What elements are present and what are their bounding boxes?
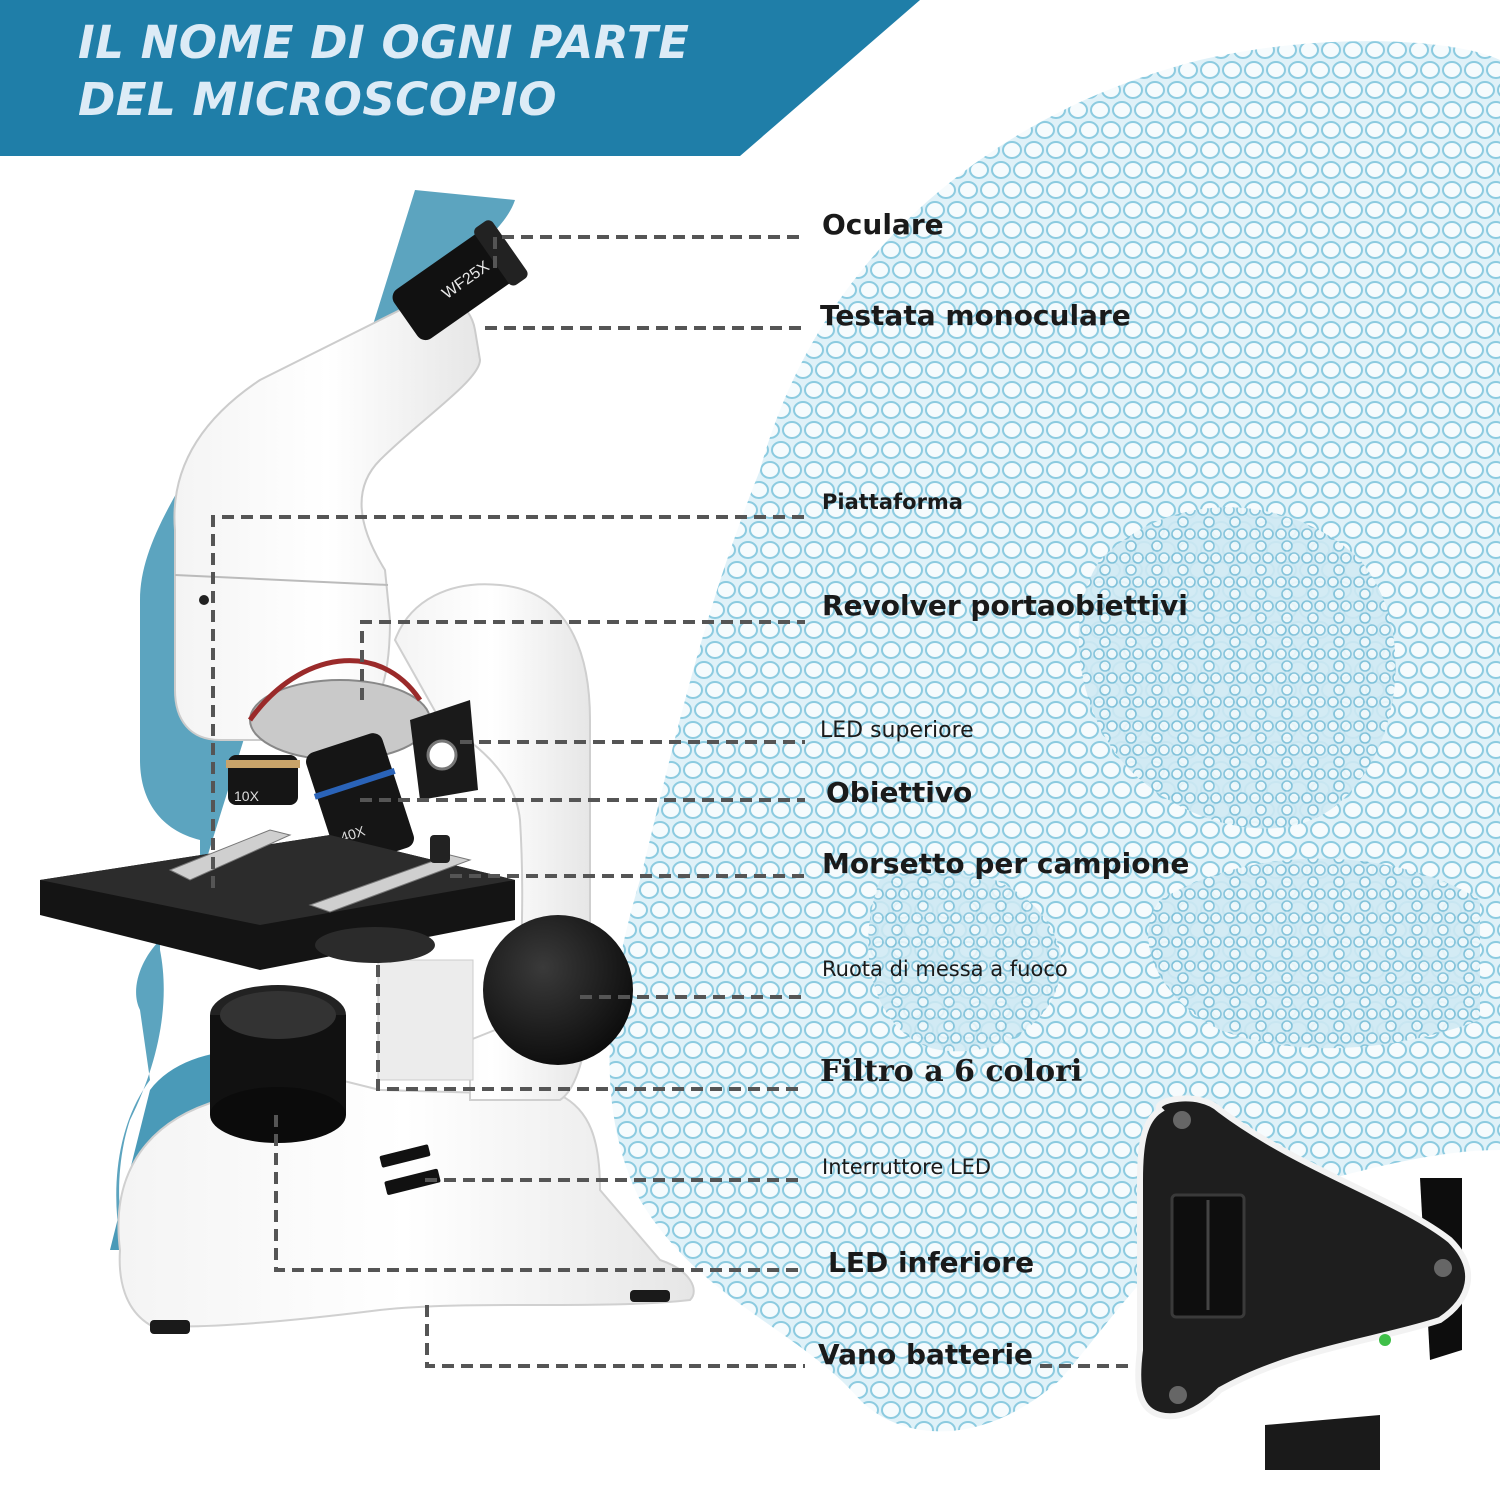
callout-morsetto-per-campione: Morsetto per campione — [822, 847, 1190, 880]
callout-testata-monoculare: Testata monoculare — [820, 299, 1131, 332]
callout-piattaforma: Piattaforma — [822, 490, 963, 514]
leader-line-revolver — [360, 620, 805, 700]
callout-vano-batterie: Vano batterie — [818, 1338, 1034, 1371]
plant-cell-background — [609, 41, 1500, 1432]
callout-filtro-a-6-colori: Filtro a 6 colori — [820, 1054, 1083, 1089]
callout-revolver-portaobiettivi: Revolver portaobiettivi — [822, 589, 1188, 622]
page-title: IL NOME DI OGNI PARTE DEL MICROSCOPIO — [78, 16, 690, 126]
title-banner — [0, 0, 920, 156]
leader-line-vano — [425, 1305, 805, 1368]
leader-line-filtro — [376, 965, 805, 1091]
objective-marking-10x: 10X — [234, 788, 260, 804]
leader-line-piattaforma — [211, 515, 805, 888]
leader-line-oculare — [493, 235, 805, 268]
callout-obiettivo: Obiettivo — [826, 776, 973, 809]
leader-line-led-inferiore — [274, 1115, 805, 1272]
callout-led-superiore: LED superiore — [820, 718, 974, 743]
callout-interruttore-led: Interruttore LED — [822, 1155, 992, 1179]
microscope-illustration: WF25X 10X 40X — [40, 220, 695, 1334]
battery-compartment-illustration — [1135, 1095, 1471, 1470]
callout-ruota-di-messa-a-fuoco: Ruota di messa a fuoco — [822, 957, 1068, 981]
callout-oculare: Oculare — [822, 208, 944, 241]
leader-lines — [211, 235, 1130, 1368]
callout-led-inferiore: LED inferiore — [828, 1246, 1035, 1279]
